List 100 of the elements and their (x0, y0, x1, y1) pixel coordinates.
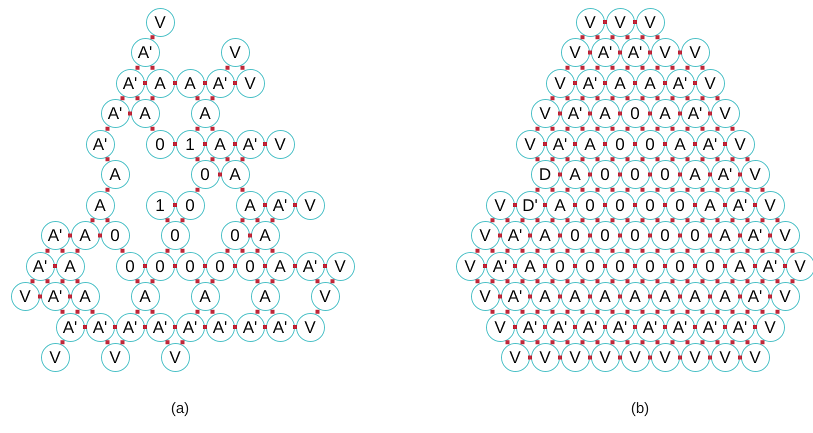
node-letter: V (704, 74, 716, 92)
node-letter: A (139, 105, 151, 122)
node-letter: V (304, 318, 316, 336)
node-letter: 0 (155, 258, 165, 274)
node-letter: A' (508, 227, 522, 244)
node-letter: A' (62, 318, 78, 336)
node-letter: A' (212, 74, 228, 92)
node-letter: V (764, 318, 776, 336)
node-letter: A (139, 288, 151, 305)
node-letter: V (539, 105, 551, 122)
node-letter: D' (522, 196, 538, 214)
panel-caption: (b) (630, 400, 650, 417)
node-letter: A (659, 288, 671, 305)
node-letter: 0 (630, 227, 640, 244)
node-letter: A (584, 136, 596, 152)
node-letter: 0 (170, 227, 180, 244)
node-letter: A' (508, 288, 522, 305)
node-letter: A (659, 105, 671, 122)
node-letter: 0 (630, 166, 640, 183)
node-letter: A' (598, 44, 612, 61)
node-letter: A' (688, 105, 702, 122)
node-letter: A (274, 258, 286, 274)
node-letter: A (199, 288, 211, 305)
node-letter: A (524, 258, 536, 274)
node-letter: V (524, 136, 536, 152)
node-letter: A' (92, 136, 108, 152)
node-letter: V (109, 349, 121, 366)
node-letter: A (569, 288, 581, 305)
node-letter: A (719, 227, 731, 244)
node-letter: V (479, 227, 491, 244)
node-letter: V (479, 288, 491, 305)
node-letter: 0 (585, 258, 595, 274)
node-letter: V (779, 288, 791, 305)
node-letter: A' (732, 318, 748, 336)
node-letter: V (749, 349, 761, 366)
node-letter: A' (672, 318, 688, 336)
node-letter: 0 (215, 258, 225, 274)
node-letter: V (614, 14, 626, 30)
node-letter: V (659, 349, 671, 366)
node-letter: 0 (555, 258, 565, 274)
node-letter: 0 (615, 258, 625, 274)
node-letter: V (334, 258, 346, 274)
node-letter: 0 (600, 227, 610, 244)
node-letter: A' (628, 44, 642, 61)
node-letter: V (304, 196, 316, 214)
node-letter: V (719, 349, 731, 366)
node-letter: A' (152, 318, 168, 336)
node-letter: A' (568, 105, 582, 122)
node-letter: V (794, 258, 806, 274)
node-letter: 0 (585, 196, 595, 214)
node-letter: 0 (185, 258, 195, 274)
node-letter: A' (212, 318, 228, 336)
node-letter: 0 (230, 227, 240, 244)
node-letter: V (689, 349, 701, 366)
node-letter: A' (582, 318, 598, 336)
node-letter: A (154, 74, 166, 92)
node-letter: V (494, 318, 506, 336)
node-letter: A' (552, 136, 568, 152)
node-letter: V (229, 44, 241, 61)
node-letter: A' (302, 258, 318, 274)
node-letter: A (109, 166, 121, 183)
node-letter: A' (702, 318, 718, 336)
node-letter: 0 (615, 196, 625, 214)
node-letter: 0 (155, 136, 165, 152)
node-letter: A (689, 288, 701, 305)
node-letter: A (184, 74, 196, 92)
node-letter: 1 (155, 196, 165, 214)
node-letter: D (538, 166, 552, 183)
node-letter: A' (762, 258, 778, 274)
node-letter: V (644, 14, 656, 30)
node-letter: A (569, 166, 581, 183)
node-letter: A (674, 136, 686, 152)
node-letter: V (629, 349, 641, 366)
node-letter: V (154, 14, 166, 30)
node-letter: V (689, 44, 701, 61)
node-letter: 0 (200, 166, 210, 183)
node-letter: 0 (675, 196, 685, 214)
node-letter: A' (48, 288, 62, 305)
node-letter: V (539, 349, 551, 366)
node-letter: A (94, 196, 106, 214)
node-letter: V (554, 74, 566, 92)
node-letter: A' (492, 258, 508, 274)
node-letter: V (719, 105, 731, 122)
node-letter: V (509, 349, 521, 366)
node-letter: V (569, 349, 581, 366)
node-letter: A (259, 227, 271, 244)
node-letter: 0 (110, 227, 120, 244)
node-letter: V (764, 196, 776, 214)
node-letter: V (19, 288, 31, 305)
node-letter: A (614, 74, 626, 92)
node-letter: A (719, 288, 731, 305)
node-letter: A' (748, 227, 762, 244)
node-letter: A (64, 258, 76, 274)
node-letter: V (569, 44, 581, 61)
node-letter: A' (108, 105, 122, 122)
node-letter: V (779, 227, 791, 244)
node-letter: A' (182, 318, 198, 336)
node-letter: A (79, 288, 91, 305)
node-letter: 0 (600, 166, 610, 183)
panel-caption: (a) (170, 400, 190, 417)
